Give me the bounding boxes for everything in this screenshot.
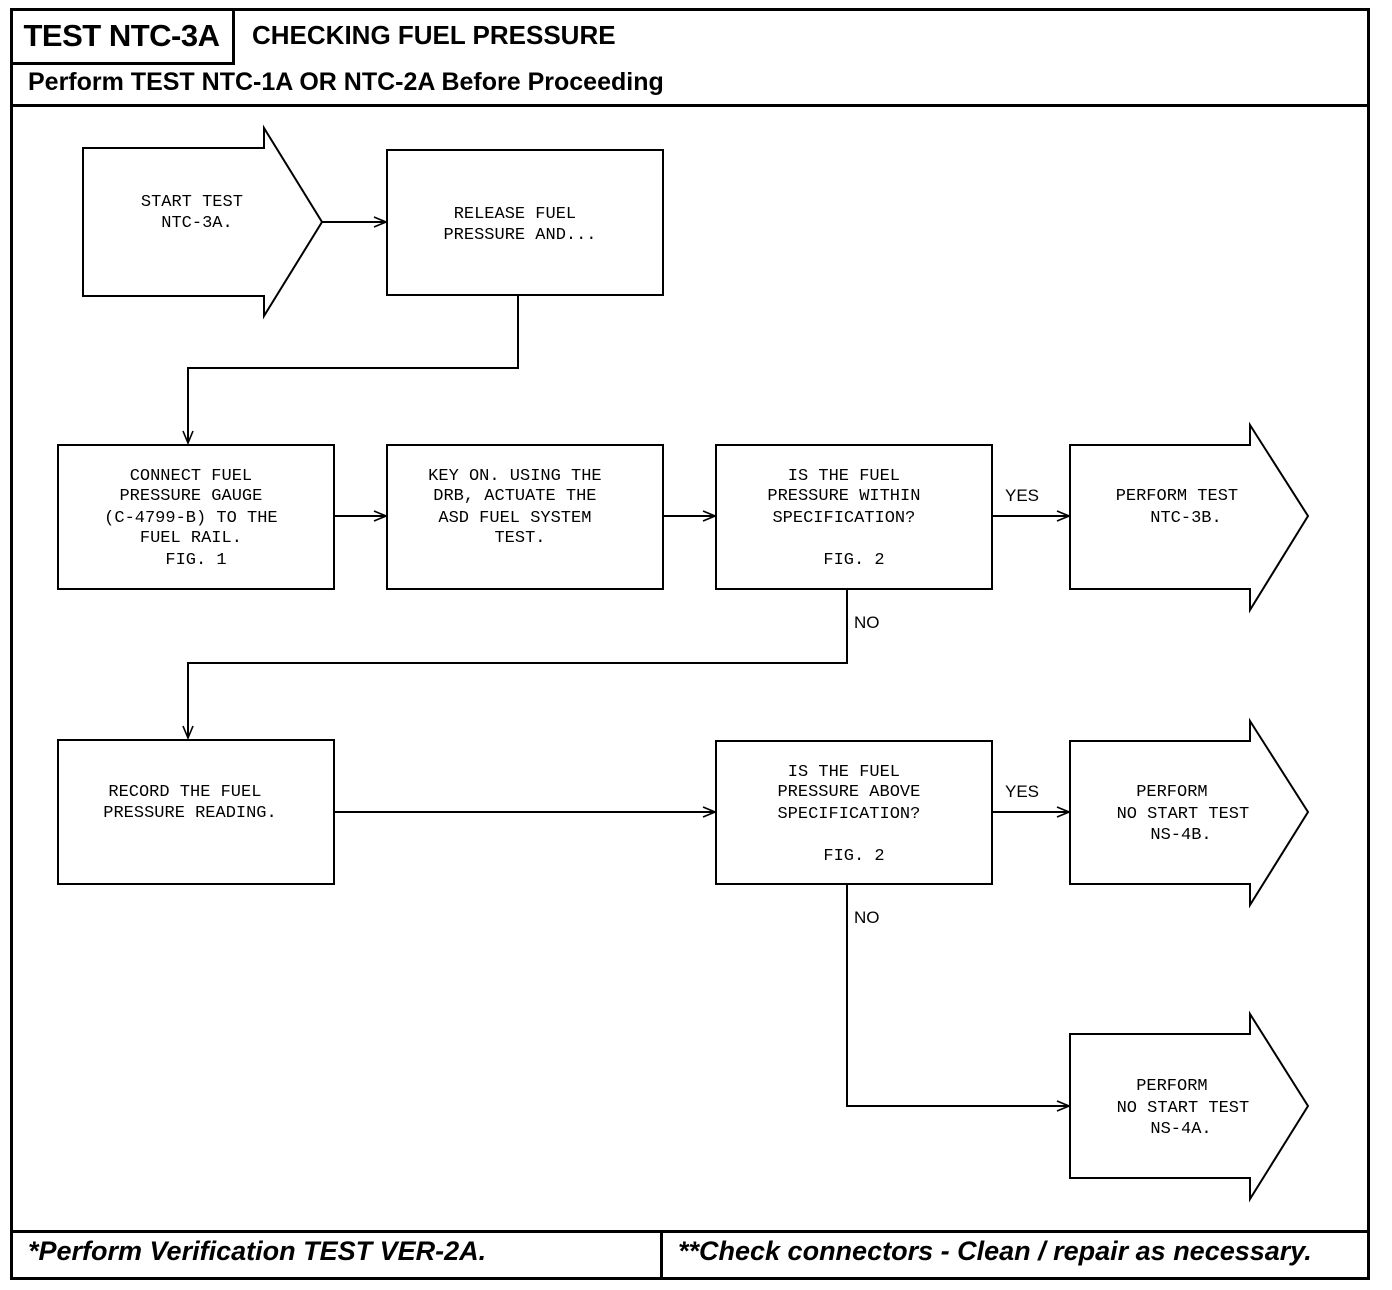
key-on-box <box>386 444 664 590</box>
footer-verification-note: *Perform Verification TEST VER-2A. <box>28 1236 487 1266</box>
perform-ntc3b-arrow-shape <box>1069 421 1310 614</box>
perform-ntc3b-text: PERFORM TEST NTC-3B. <box>1116 487 1249 528</box>
record-text: RECORD THE FUEL PRESSURE READING. <box>103 783 276 823</box>
start-arrow-shape <box>82 124 324 320</box>
above-spec-text: IS THE FUEL PRESSURE ABOVE SPECIFICATION… <box>777 763 930 866</box>
perform-ns4b-text: PERFORM NO START TEST NS-4B. <box>1117 783 1260 845</box>
record-reading-box <box>57 739 335 885</box>
footer-connectors-note: **Check connectors - Clean / repair as n… <box>678 1236 1312 1266</box>
perform-ns4b-arrow-shape <box>1069 717 1310 909</box>
start-text: START TEST NTC-3A. <box>141 193 253 233</box>
test-id: TEST NTC-3A <box>11 9 235 65</box>
connector-above-spec-no <box>846 884 1069 1106</box>
within-spec-text: IS THE FUEL PRESSURE WITHIN SPECIFICATIO… <box>767 467 930 570</box>
yes-label-within-spec: YES <box>1005 486 1039 505</box>
header-divider <box>11 104 1369 107</box>
perform-ns4a-arrow-shape <box>1069 1010 1310 1203</box>
connector-release-to-connect <box>188 295 519 443</box>
footer-divider <box>11 1230 1369 1233</box>
no-label-within-spec: NO <box>854 613 880 632</box>
connector-within-spec-no <box>188 589 848 738</box>
footer-column-divider <box>660 1231 663 1279</box>
perform-ns4a-text: PERFORM NO START TEST NS-4A. <box>1117 1077 1260 1139</box>
key-on-text: KEY ON. USING THE DRB, ACTUATE THE ASD F… <box>428 467 612 548</box>
release-text: RELEASE FUEL PRESSURE AND... <box>443 205 596 245</box>
prerequisite-note: Perform TEST NTC-1A OR NTC-2A Before Pro… <box>28 68 664 96</box>
yes-label-above-spec: YES <box>1005 782 1039 801</box>
release-pressure-box <box>386 149 664 296</box>
no-label-above-spec: NO <box>854 908 880 927</box>
above-spec-decision-box <box>715 740 993 885</box>
diagram-frame <box>10 8 1370 1280</box>
connect-text: CONNECT FUEL PRESSURE GAUGE (C-4799-B) T… <box>104 467 288 570</box>
page-title: CHECKING FUEL PRESSURE <box>252 20 616 50</box>
